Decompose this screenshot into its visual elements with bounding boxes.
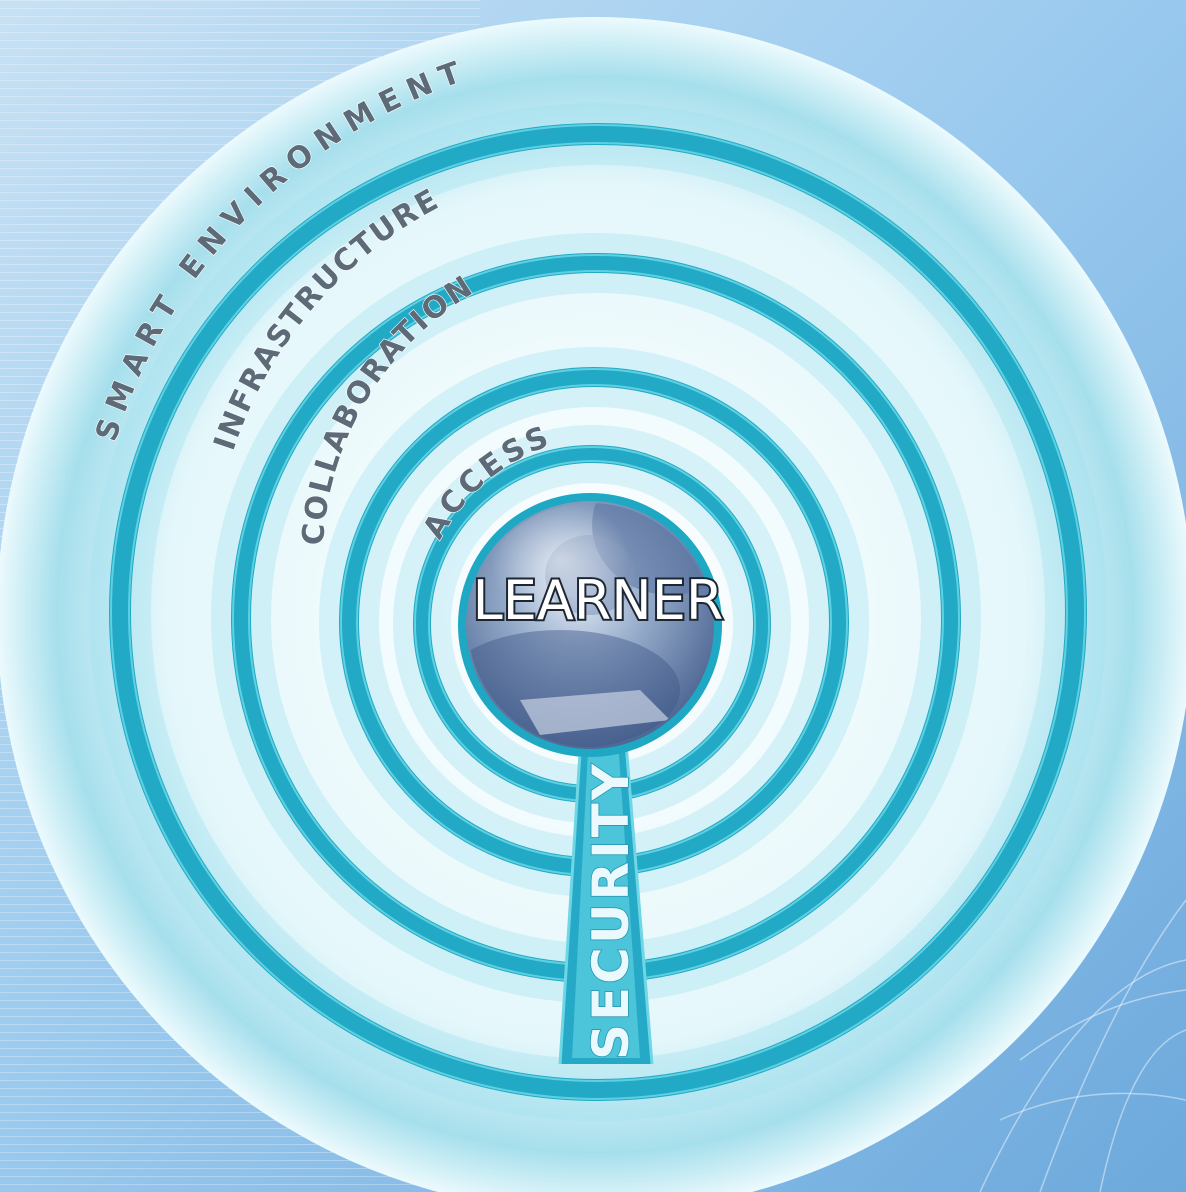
security-label: SECURITY [582, 761, 640, 1060]
learner-center: LEARNER [458, 493, 725, 757]
security-path [558, 705, 654, 1065]
ring-outer-edge [128, 142, 1068, 1082]
globe-grid-icon [979, 899, 1186, 1192]
ring-outer [109, 123, 1087, 1101]
center-label: LEARNER [473, 569, 724, 632]
ring-outer-edge [110, 124, 1086, 1100]
